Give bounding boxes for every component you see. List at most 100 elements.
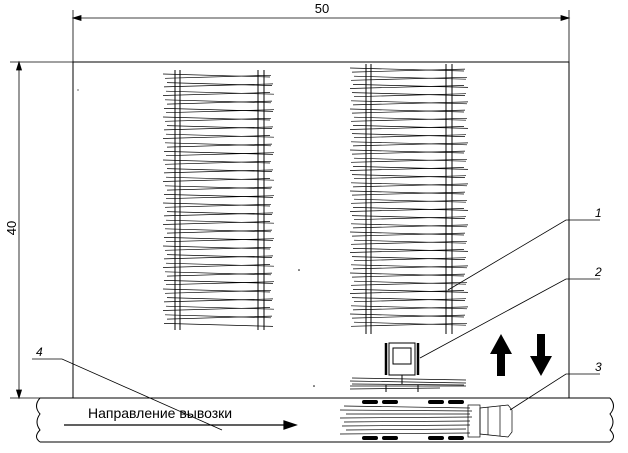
log-line xyxy=(164,271,272,276)
log-line xyxy=(353,175,467,180)
log-line xyxy=(166,186,273,191)
log-line xyxy=(162,135,271,139)
speck xyxy=(313,385,315,387)
log-line xyxy=(351,297,466,301)
log-line xyxy=(352,125,469,129)
log-line xyxy=(164,228,272,233)
direction-label: Направление вывозки xyxy=(88,405,232,421)
log-line xyxy=(166,297,273,301)
log-line xyxy=(164,74,272,79)
log-line xyxy=(349,108,465,113)
log-line xyxy=(350,100,468,105)
log-line xyxy=(351,174,466,178)
log-line xyxy=(349,208,465,212)
log-line xyxy=(166,168,273,172)
log-line xyxy=(162,92,271,96)
log-line xyxy=(351,133,466,137)
log-line xyxy=(166,125,273,129)
log-line xyxy=(351,68,466,73)
height-dimension-label: 40 xyxy=(4,221,19,235)
log-line xyxy=(165,262,275,267)
log-line xyxy=(350,264,468,269)
log-line xyxy=(164,246,272,251)
arrow-down-icon xyxy=(530,334,552,376)
log-line xyxy=(164,142,272,147)
log-line xyxy=(166,100,273,105)
log-line xyxy=(351,314,466,319)
log-line xyxy=(353,93,467,98)
log-line xyxy=(165,305,275,310)
log-line xyxy=(166,272,273,277)
log-line xyxy=(165,195,275,200)
log-line xyxy=(353,116,467,121)
log-line xyxy=(351,215,466,219)
log-line xyxy=(353,298,467,303)
log-bundle-at-tractor xyxy=(349,377,467,390)
log-line xyxy=(353,75,467,80)
log-line xyxy=(164,117,272,122)
log-truck xyxy=(339,400,513,440)
log-line xyxy=(350,199,468,204)
log-line xyxy=(350,281,468,286)
log-line xyxy=(165,133,275,138)
log-line xyxy=(166,143,273,148)
log-line xyxy=(163,280,274,284)
log-line xyxy=(351,273,466,278)
width-dimension xyxy=(71,10,571,62)
callout-4: 4 xyxy=(36,345,43,359)
log-line xyxy=(352,101,469,106)
log-line xyxy=(349,190,465,195)
log-line xyxy=(349,85,465,89)
log-line xyxy=(165,238,275,243)
log-line xyxy=(351,256,466,260)
log-line xyxy=(163,255,274,260)
log-line xyxy=(352,265,469,270)
log-line xyxy=(350,223,468,228)
log-line xyxy=(165,90,275,95)
log-line xyxy=(353,280,467,285)
log-line xyxy=(352,224,469,229)
log-line xyxy=(350,117,468,122)
log-line xyxy=(165,109,275,114)
log-line xyxy=(349,167,465,171)
log-line xyxy=(162,264,271,268)
log-line xyxy=(350,158,468,163)
log-line xyxy=(349,290,465,294)
log-line xyxy=(352,289,469,293)
log-line xyxy=(351,92,466,96)
log-line xyxy=(353,198,467,203)
haul-road xyxy=(36,397,614,443)
log-line xyxy=(349,249,465,253)
log-line xyxy=(163,237,274,241)
log-line xyxy=(351,150,466,155)
log-line xyxy=(164,185,272,190)
log-line xyxy=(353,321,467,326)
log-line xyxy=(163,323,274,327)
width-dimension-label: 50 xyxy=(315,1,329,16)
log-line xyxy=(164,314,272,319)
speck xyxy=(298,269,300,271)
log-line xyxy=(162,307,271,311)
log-line xyxy=(162,221,271,225)
log-line xyxy=(165,281,275,286)
log-line xyxy=(352,84,469,88)
log-line xyxy=(166,82,273,86)
log-line xyxy=(166,211,273,215)
log-line xyxy=(352,166,469,170)
arrow-up-icon xyxy=(490,334,512,376)
log-line xyxy=(163,194,274,198)
log-line xyxy=(162,202,271,207)
log-stack-right xyxy=(349,64,469,334)
log-line xyxy=(352,183,469,188)
callout-3: 3 xyxy=(595,360,602,374)
callout-1: 1 xyxy=(595,206,602,220)
log-line xyxy=(163,298,274,303)
log-line xyxy=(164,99,272,104)
log-line xyxy=(351,191,466,196)
log-line xyxy=(349,149,465,154)
log-line xyxy=(350,182,468,187)
log-line xyxy=(353,157,467,162)
log-line xyxy=(163,151,274,155)
log-line xyxy=(349,67,465,72)
